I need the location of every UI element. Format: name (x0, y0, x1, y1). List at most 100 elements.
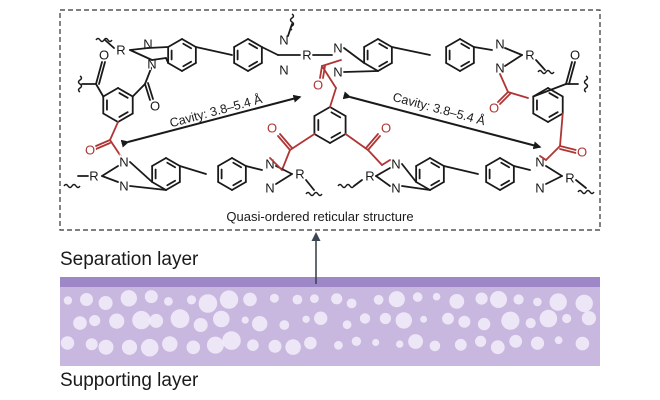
bond (565, 61, 573, 85)
bond (165, 157, 181, 167)
bond (343, 70, 379, 73)
cavity-arrows (120, 91, 542, 150)
pore (170, 309, 190, 329)
bond (381, 159, 391, 166)
pore (334, 340, 343, 350)
bond (499, 73, 509, 93)
bond (485, 157, 501, 167)
bond (248, 60, 258, 68)
pore (530, 336, 545, 350)
pore (554, 336, 563, 345)
pore (63, 296, 73, 305)
pore (241, 316, 249, 324)
pore (73, 316, 87, 330)
bond (547, 112, 564, 123)
bond (182, 60, 192, 68)
bond (232, 161, 242, 169)
bond (532, 112, 549, 123)
nitrogen-atom: N (279, 33, 288, 48)
bond (181, 38, 197, 48)
separation-layer (60, 277, 600, 287)
bond (539, 155, 547, 161)
bond (313, 133, 331, 144)
pore (304, 336, 317, 350)
bond (244, 165, 263, 171)
pore (408, 334, 423, 349)
bond (460, 60, 470, 68)
bond (321, 65, 337, 89)
bond (375, 167, 391, 177)
bond (117, 112, 134, 123)
bond (545, 145, 561, 161)
bond (330, 131, 342, 139)
pore (279, 320, 290, 330)
pore (549, 293, 567, 311)
nitrogen-atom: N (333, 65, 342, 80)
bond (167, 62, 183, 72)
bond (363, 38, 379, 48)
pore (132, 310, 151, 330)
pore (198, 294, 218, 313)
bond (559, 148, 577, 154)
bond (101, 165, 119, 177)
nitrogen-atom: N (495, 61, 504, 76)
r-group-label: R (302, 48, 311, 63)
bond (343, 47, 366, 64)
bond (460, 42, 470, 50)
pore (292, 294, 303, 305)
bond (247, 38, 263, 48)
pore (539, 309, 558, 328)
pore (379, 312, 391, 325)
chain-continuation (305, 191, 323, 197)
r-group-label: R (295, 167, 304, 182)
pore (359, 313, 371, 324)
separation-layer-label: Separation layer (60, 249, 199, 270)
bond (415, 157, 431, 167)
oxygen-atom: O (267, 121, 277, 136)
bond (363, 62, 379, 72)
pore (477, 317, 491, 331)
bond (344, 133, 369, 151)
bond (329, 133, 347, 144)
cavity-arrow-right (342, 91, 542, 150)
bond (575, 179, 587, 189)
nitrogen-atom: N (391, 181, 400, 196)
bond (430, 179, 440, 187)
bond (129, 47, 149, 51)
nitrogen-atom: N (265, 157, 274, 172)
structure-caption: Quasi-ordered reticular structure (226, 209, 413, 224)
pore (331, 293, 343, 305)
pore (396, 340, 404, 348)
pore (109, 313, 125, 329)
bond (217, 157, 233, 167)
bond (559, 112, 564, 147)
r-group-label: R (89, 169, 98, 184)
bond (95, 83, 105, 98)
supporting-layer-label: Supporting layer (60, 370, 199, 391)
bond (182, 42, 192, 50)
pore (193, 318, 208, 332)
pore (144, 290, 158, 304)
oxygen-atom: O (85, 143, 95, 158)
pore (346, 298, 357, 309)
bond (178, 165, 207, 175)
bond (401, 185, 431, 191)
pore (562, 313, 572, 324)
pore (372, 338, 380, 347)
oxygen-atom: O (313, 78, 323, 93)
chain-continuation (337, 183, 355, 189)
pore (164, 297, 173, 306)
r-group-label: R (525, 48, 534, 63)
bond (459, 62, 475, 72)
bond (378, 60, 388, 68)
bond (377, 38, 393, 48)
oxygen-atom: O (489, 101, 499, 116)
bond (165, 57, 170, 64)
bond (233, 38, 249, 48)
pore (252, 316, 268, 332)
nitrogen-atom: N (333, 41, 342, 56)
bond (194, 46, 233, 56)
pore (186, 295, 197, 305)
pore (219, 290, 239, 309)
